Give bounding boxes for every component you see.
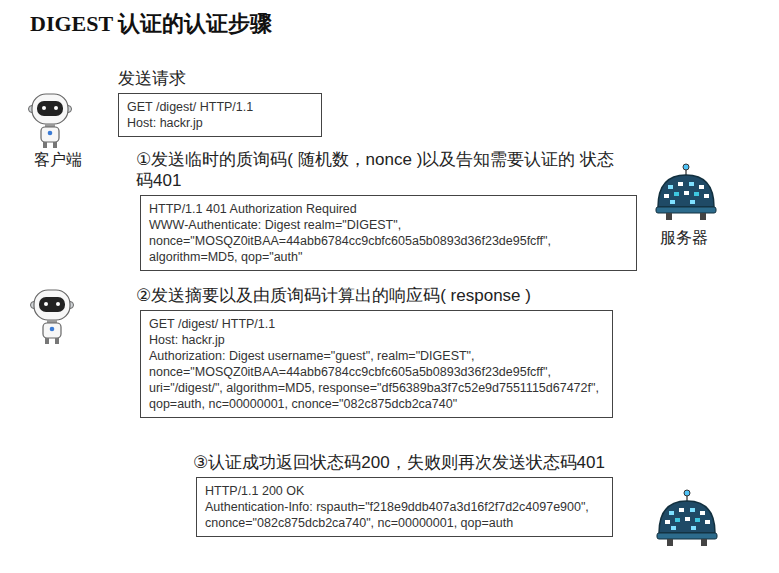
http-line: Host: hackr.jp [149, 332, 604, 348]
message-box: ③认证成功返回状态码200，失败则再次发送状态码401HTTP/1.1 200 … [196, 477, 613, 537]
step-heading: ①发送临时的质询码( 随机数，nonce )以及告知需要认证的 状态码401 [136, 149, 631, 191]
server-icon [654, 163, 718, 223]
http-line: Authorization: Digest username="guest", … [149, 348, 604, 412]
server-icon [655, 489, 719, 549]
message-box: 发送请求GET /digest/ HTTP/1.1Host: hackr.jp [118, 93, 322, 137]
client-robot-icon [30, 288, 74, 346]
http-line: WWW-Authenticate: Digest realm="DIGEST",… [149, 217, 628, 265]
client-robot-icon [28, 92, 72, 150]
actor-label: 服务器 [660, 228, 708, 249]
http-line: GET /digest/ HTTP/1.1 [149, 316, 604, 332]
step-heading: ②发送摘要以及由质询码计算出的响应码( response ) [136, 285, 636, 306]
page-title: DIGEST 认证的认证步骤 [30, 9, 272, 39]
step-heading: 发送请求 [118, 68, 318, 89]
step-heading: ③认证成功返回状态码200，失败则再次发送状态码401 [193, 452, 663, 473]
message-box: ①发送临时的质询码( 随机数，nonce )以及告知需要认证的 状态码401HT… [140, 195, 637, 271]
actor-label: 客户端 [34, 150, 82, 171]
http-line: Host: hackr.jp [127, 115, 313, 131]
http-line: HTTP/1.1 401 Authorization Required [149, 201, 628, 217]
http-line: Authentication-Info: rspauth="f218e9ddb4… [205, 499, 604, 531]
http-line: HTTP/1.1 200 OK [205, 483, 604, 499]
http-line: GET /digest/ HTTP/1.1 [127, 99, 313, 115]
message-box: ②发送摘要以及由质询码计算出的响应码( response )GET /diges… [140, 310, 613, 418]
